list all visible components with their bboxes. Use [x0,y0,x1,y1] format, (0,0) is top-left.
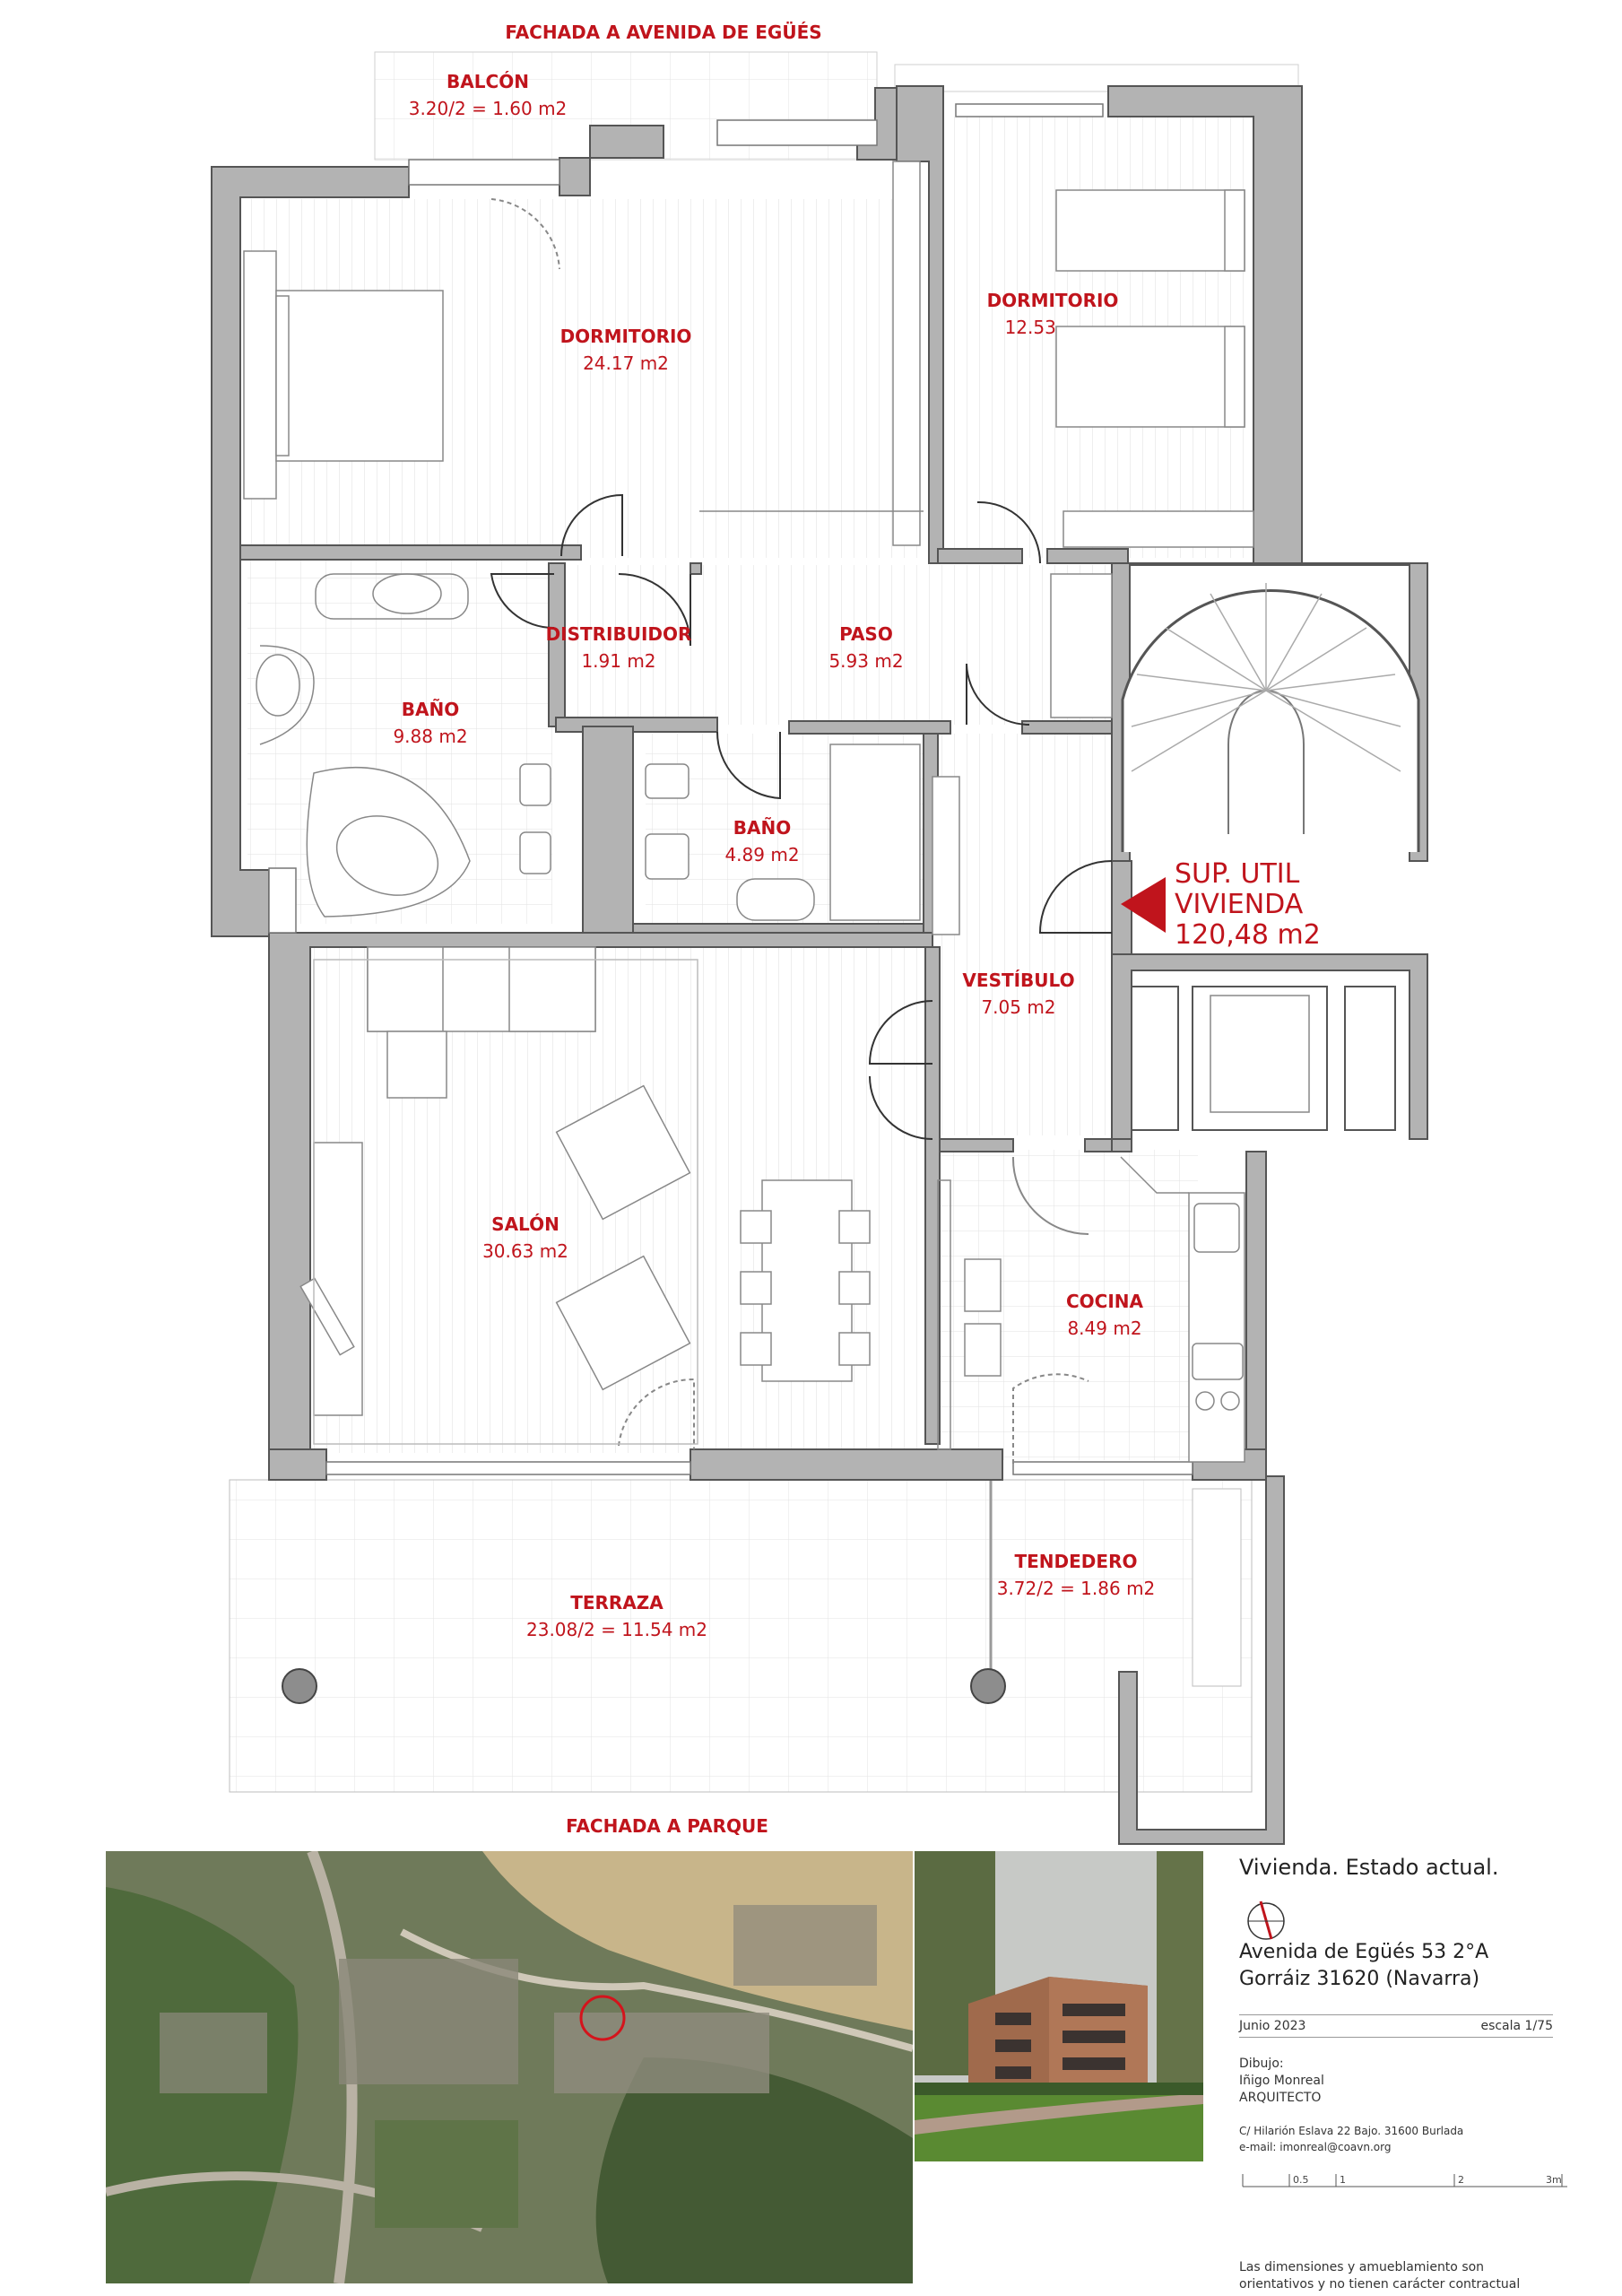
doors [490,198,1113,1464]
author-role: ARQUITECTO [1239,2091,1322,2105]
north-arrow-icon [1247,1900,1285,1940]
facade-bottom-label: FACHADA A PARQUE [566,1815,768,1837]
office-email: e-mail: imonreal@coavn.org [1239,2141,1392,2153]
summary-arrow-icon [1121,877,1166,933]
drawn-by-label: Dibujo: [1239,2057,1284,2071]
scale-tick-label: 1 [1340,2174,1346,2186]
aerial-photo [106,1851,913,2283]
column-left [282,1668,317,1704]
disclaimer: Las dimensiones y amueblamiento son orie… [1239,2259,1553,2293]
contact-block: C/ Hilarión Eslava 22 Bajo. 31600 Burlad… [1239,2123,1553,2155]
terrace [229,1479,1253,1793]
date-scale-row: Junio 2023 escala 1/75 [1239,2014,1553,2038]
walls [211,85,1428,1845]
column-right [970,1668,1006,1704]
staircase [1121,583,1420,1131]
facade-top-label: FACHADA A AVENIDA DE EGÜÉS [505,22,822,43]
drawing-date: Junio 2023 [1239,2019,1306,2033]
disclaimer-line-2: orientativos y no tienen carácter contra… [1239,2277,1521,2292]
address-line-1: Avenida de Egüés 53 2°A [1239,1941,1489,1963]
author-name: Iñigo Monreal [1239,2074,1324,2088]
summary-line-2: VIVIENDA [1175,889,1304,920]
address: Avenida de Egüés 53 2°A Gorráiz 31620 (N… [1239,1939,1553,1993]
location-marker-icon [579,1995,626,2041]
summary-line-3: 120,48 m2 [1175,919,1321,951]
windows [268,103,1193,1475]
address-line-2: Gorráiz 31620 (Navarra) [1239,1968,1480,1990]
drawing-scale: escala 1/75 [1480,2019,1553,2033]
building-facade-photo [915,1851,1203,2161]
summary-line-1: SUP. UTIL [1175,858,1300,890]
useful-area-summary: SUP. UTIL VIVIENDA 120,48 m2 [1175,859,1321,951]
scale-tick-label: 0.5 [1293,2174,1309,2186]
scale-tick-label: 2 [1458,2174,1464,2186]
scale-bar: 0.5 1 2 3m [1242,2174,1567,2187]
scale-tick-label: 3m [1546,2174,1562,2186]
furniture [243,161,1254,1463]
drawing-title: Vivienda. Estado actual. [1239,1855,1499,1880]
office-address: C/ Hilarión Eslava 22 Bajo. 31600 Burlad… [1239,2125,1464,2137]
disclaimer-line-1: Las dimensiones y amueblamiento son [1239,2260,1485,2274]
upper-ledge [894,64,1299,92]
title-block: Vivienda. Estado actual. Avenida de Egüé… [1239,1848,1553,2293]
author-block: Dibujo: Iñigo Monreal ARQUITECTO [1239,2056,1553,2107]
